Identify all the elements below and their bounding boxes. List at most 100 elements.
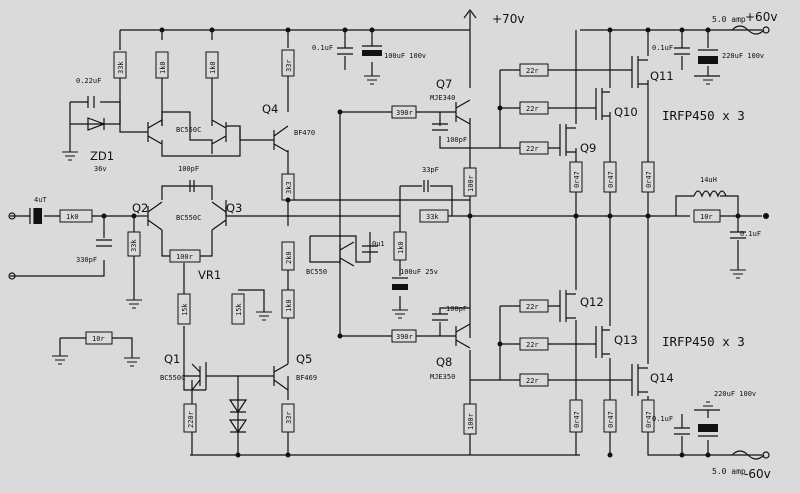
resistor-q5-emitter (281, 403, 295, 433)
zener-zd1 (84, 117, 106, 131)
label-q14: Q14 (650, 371, 674, 385)
cap-zd (87, 96, 95, 108)
resistor-driver-top (463, 167, 477, 197)
resistor-vas-low (281, 289, 295, 319)
fuse-label-top: 5.0 amp (712, 15, 746, 24)
label-q4-type: BF470 (294, 129, 315, 137)
label-vr-bias: 2k0 (285, 251, 293, 264)
trimmer-vr1 (169, 249, 201, 263)
label-q4: Q4 (262, 102, 278, 116)
cap-vbe (362, 245, 378, 253)
cap-zobel (730, 231, 746, 239)
mosfet-q13 (595, 326, 610, 358)
label-r-gate4: 22r (526, 303, 539, 311)
cap-rail-top-big (698, 56, 718, 64)
label-r-vas-lo: 1k0 (285, 299, 293, 312)
label-q7-type: MJE340 (430, 94, 455, 102)
label-r-zd: 33k (117, 61, 125, 74)
mosfet-q10 (595, 88, 610, 120)
resistor-source-3 (641, 161, 655, 193)
label-c-q7: 100pF (446, 136, 467, 144)
label-r-mirror1: 1k0 (159, 61, 167, 74)
resistor-source-5 (603, 399, 617, 433)
label-mosfets-top: IRFP450 x 3 (662, 108, 745, 123)
ground-icon (364, 75, 380, 85)
label-r-in: 1k0 (66, 213, 79, 221)
label-q5: Q5 (296, 352, 312, 366)
label-q2: Q2 (132, 201, 148, 215)
resistor-gate-6 (519, 373, 549, 387)
label-c-zobel: 0.1uF (740, 230, 761, 238)
cap-top-big (362, 50, 382, 56)
ground-icon (62, 151, 78, 161)
resistor-zd-feed (113, 51, 127, 79)
transistor-mirror-left (147, 119, 163, 145)
label-vr-val: 100r (176, 253, 193, 261)
fuse-bottom (731, 450, 765, 460)
label-c-q8: 100pF (446, 305, 467, 313)
ground-icon (256, 311, 272, 321)
capacitors (29, 45, 746, 437)
label-c-vbe: 0u1 (372, 240, 385, 248)
label-r-src1: 0r47 (573, 171, 581, 188)
cap-rail-top-small (674, 47, 690, 55)
ground-icon (700, 75, 716, 85)
label-vr1: VR1 (198, 268, 221, 282)
labels: +70v +60v -60v 5.0 amp 5.0 amp Q2 Q3 BC5… (34, 10, 777, 481)
label-r-src2: 0r47 (607, 171, 615, 188)
label-l-out: 14uH (700, 176, 717, 184)
rail-label-70v: +70v (492, 12, 524, 26)
resistor-source-6 (641, 399, 655, 433)
label-c-rail-top-big: 220uF 100v (722, 52, 764, 60)
ground-icon (124, 357, 140, 367)
rail-label-neg60: -60v (744, 467, 771, 481)
label-r-q5e: 33r (285, 411, 293, 424)
transistor-q5 (273, 363, 289, 391)
cap-compensation (189, 180, 195, 192)
resistor-feedback-ground (393, 231, 407, 261)
trimmer-bias (281, 241, 295, 271)
resistor-driver-bottom (463, 403, 477, 435)
transistor-q7 (455, 99, 471, 125)
label-r-fb: 33k (426, 213, 439, 221)
label-c-fb-gnd: 100uF 25v (400, 268, 438, 276)
resistor-output (693, 209, 721, 223)
ground-icon (126, 299, 142, 309)
ground-icon (392, 309, 408, 319)
transistor-q3 (211, 201, 227, 231)
cap-rail-bottom-small (674, 427, 690, 435)
cap-feedback (423, 180, 429, 192)
label-q3: Q3 (226, 201, 242, 215)
mosfet-q14 (631, 364, 648, 396)
terminals (8, 25, 770, 460)
resistor-q4-emitter (281, 49, 295, 77)
label-r-q8b: 390r (396, 333, 413, 341)
label-r-q4e: 33r (285, 59, 293, 72)
resistors (59, 49, 721, 435)
fuse-top (731, 25, 765, 35)
label-r-in-shunt: 33k (130, 239, 138, 252)
label-r-fb-gnd: 1k0 (397, 241, 405, 254)
fuse-label-bottom: 5.0 amp (712, 467, 746, 476)
mosfet-q9 (559, 124, 576, 156)
label-r-q1e: 220r (187, 411, 195, 428)
resistor-source-4 (569, 399, 583, 433)
label-r-gate1: 22r (526, 67, 539, 75)
wiring (10, 9, 762, 456)
label-q7: Q7 (436, 77, 452, 91)
resistor-gate-1 (519, 63, 549, 77)
label-r-gnd: 10r (92, 335, 105, 343)
label-c-top: 0.1uF (312, 44, 333, 52)
label-r-out: 10r (700, 213, 713, 221)
terminal-output (763, 213, 769, 219)
label-r-tail: 15k (181, 303, 189, 316)
label-q13: Q13 (614, 333, 638, 347)
label-q8: Q8 (436, 355, 452, 369)
cap-rail-bottom-big (698, 424, 718, 432)
resistor-gate-2 (519, 101, 549, 115)
transistors (147, 99, 471, 391)
transistor-q8 (455, 323, 471, 349)
label-r-gate6: 22r (526, 377, 539, 385)
label-q5-type: BF469 (296, 374, 317, 382)
